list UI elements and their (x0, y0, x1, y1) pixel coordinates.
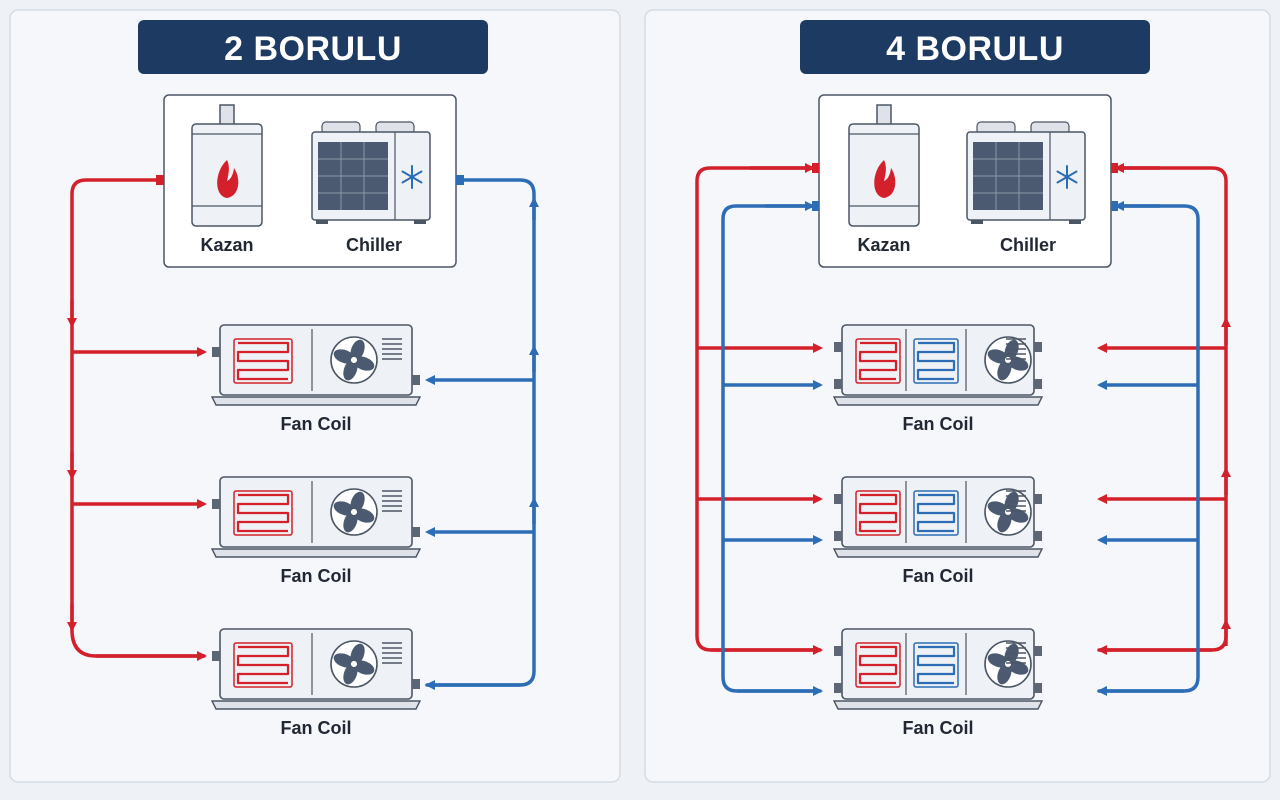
fan-coil-label: Fan Coil (281, 718, 352, 738)
fan-coil-label: Fan Coil (903, 718, 974, 738)
flame-icon (217, 160, 239, 198)
pipe-connector (212, 651, 220, 661)
pipe-connector (212, 499, 220, 509)
pipe-connector (212, 347, 220, 357)
cold-port (1111, 201, 1118, 211)
cold-supply-pipe (721, 204, 822, 693)
chiller-label: Chiller (346, 235, 402, 255)
panel-title: 4 BORULU (886, 30, 1064, 68)
hot-port (812, 163, 819, 173)
heating-coil-icon (855, 642, 901, 688)
heating-coil-icon (233, 338, 293, 384)
return-pipe (425, 178, 536, 687)
vent-grille (382, 642, 402, 664)
pipe-connector (1034, 342, 1042, 352)
panel-title: 2 BORULU (224, 30, 402, 68)
hot-port (1111, 163, 1118, 173)
fan-coil-unit: Fan Coil (210, 324, 422, 434)
boiler-label: Kazan (200, 235, 253, 255)
cold-port (812, 201, 819, 211)
fan-coil-label: Fan Coil (281, 566, 352, 586)
pipe-connector (1034, 531, 1042, 541)
pipe-connector (412, 679, 420, 689)
pipe-connector (1034, 379, 1042, 389)
return-port (456, 175, 464, 185)
vent-grille (1006, 642, 1026, 664)
chiller (966, 121, 1086, 224)
panel-2-pipe: 2 BORULU Kazan (9, 9, 621, 783)
pipe-connector (834, 379, 842, 389)
cooling-coil-icon (913, 642, 959, 688)
cold-return-pipe (1097, 204, 1200, 693)
fan-coil-unit: Fan Coil (210, 476, 422, 586)
fan-icon (984, 488, 1032, 536)
pipe-connector (834, 494, 842, 504)
cooling-coil-icon (913, 338, 959, 384)
fan-coil-label: Fan Coil (281, 414, 352, 434)
pipe-connector (834, 646, 842, 656)
cooling-coil-icon (913, 490, 959, 536)
supply-pipe (70, 178, 206, 658)
boiler (191, 104, 263, 227)
hot-supply-pipe (695, 166, 822, 652)
pipe-connector (412, 527, 420, 537)
fan-icon (330, 640, 378, 688)
fan-icon (330, 336, 378, 384)
pipe-connector (412, 375, 420, 385)
chiller (311, 121, 431, 224)
heating-coil-icon (233, 642, 293, 688)
boiler (848, 104, 920, 227)
vent-grille (1006, 490, 1026, 512)
hot-return-pipe (1097, 166, 1228, 652)
panel-title-bar (800, 20, 1150, 74)
vent-grille (382, 338, 402, 360)
panel-background (9, 9, 621, 783)
vent-grille (1006, 338, 1026, 360)
vent-grille (382, 490, 402, 512)
pipe-connector (1034, 494, 1042, 504)
panel-title-bar (138, 20, 488, 74)
fan-coil-unit: Fan Coil (832, 324, 1044, 434)
panel-4-pipe: 4 BORULU Kazan (644, 9, 1271, 783)
fan-icon (330, 488, 378, 536)
boiler-label: Kazan (857, 235, 910, 255)
heating-coil-icon (855, 338, 901, 384)
chiller-label: Chiller (1000, 235, 1056, 255)
snowflake-icon (1056, 165, 1078, 189)
pipe-connector (834, 683, 842, 693)
heating-coil-icon (233, 490, 293, 536)
fan-coil-unit: Fan Coil (832, 476, 1044, 586)
pipe-connector (1034, 646, 1042, 656)
flame-icon (874, 160, 896, 198)
fan-coil-unit: Fan Coil (832, 628, 1044, 738)
pipe-connector (1034, 683, 1042, 693)
supply-port (156, 175, 164, 185)
pipe-connector (834, 531, 842, 541)
snowflake-icon (401, 165, 423, 189)
pipe-connector (834, 342, 842, 352)
heating-coil-icon (855, 490, 901, 536)
fan-coil-unit: Fan Coil (210, 628, 422, 738)
fan-coil-label: Fan Coil (903, 566, 974, 586)
fan-coil-label: Fan Coil (903, 414, 974, 434)
